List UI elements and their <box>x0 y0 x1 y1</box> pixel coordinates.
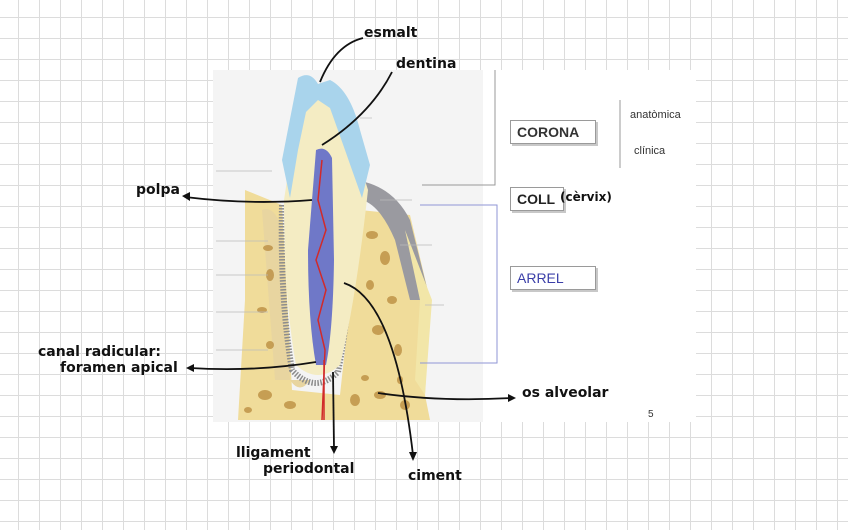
coll-box: COLL <box>510 187 564 211</box>
pulp <box>308 148 334 365</box>
label-canal-radicular: canal radicular: <box>38 344 161 360</box>
root-bracket <box>420 204 498 364</box>
arrel-box: ARREL <box>510 266 596 290</box>
label-ciment: ciment <box>408 468 462 484</box>
label-foramen-apical: foramen apical <box>60 360 178 376</box>
corona-bracket <box>422 70 496 186</box>
figure-label-lines <box>216 117 444 351</box>
pointer-lines <box>184 37 513 456</box>
note-clinica: clínica <box>634 145 666 157</box>
page-number: 5 <box>648 409 654 420</box>
gingiva-outer <box>405 230 432 395</box>
label-periodontal: periodontal <box>263 461 354 477</box>
label-polpa: polpa <box>136 182 180 198</box>
enamel <box>282 75 370 198</box>
gingiva <box>362 182 430 300</box>
label-os-alveolar: os alveolar <box>522 385 609 401</box>
label-esmalt: esmalt <box>364 25 418 41</box>
arrow-heads <box>182 192 516 461</box>
corona-box: CORONA <box>510 120 596 144</box>
label-cervix: (cèrvix) <box>560 190 612 204</box>
label-dentina: dentina <box>396 56 456 72</box>
alveolar-bone <box>238 190 430 420</box>
note-anatomica: anatòmica <box>630 109 681 121</box>
blood-vessel <box>315 159 327 421</box>
periodontal-ligament <box>278 199 358 386</box>
label-lligament: lligament <box>236 445 311 461</box>
